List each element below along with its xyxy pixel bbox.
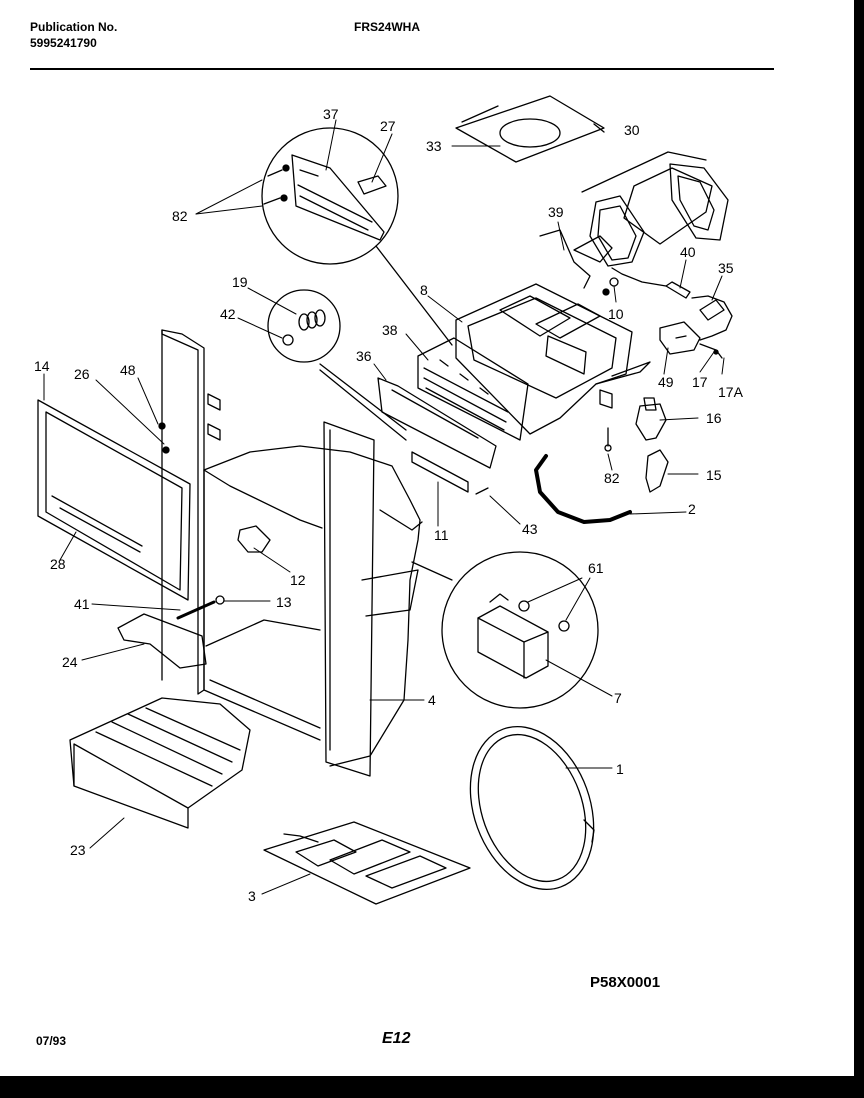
part-4-bucket xyxy=(204,422,422,776)
callout-49: 49 xyxy=(658,374,674,390)
scan-border-bottom xyxy=(0,1076,864,1098)
part-1-ring xyxy=(449,709,615,907)
page-code: E12 xyxy=(382,1030,411,1047)
leader-lines xyxy=(44,120,724,894)
callout-28: 28 xyxy=(50,556,66,572)
part-41-13-rod xyxy=(178,596,224,618)
part-14-front-panel xyxy=(38,400,190,600)
callout-19: 19 xyxy=(232,274,248,290)
callout-30: 30 xyxy=(624,122,640,138)
callout-40: 40 xyxy=(680,244,696,260)
callout-8: 8 xyxy=(420,282,428,298)
detail-circle-microswitch xyxy=(412,552,598,708)
callout-35: 35 xyxy=(718,260,734,276)
part-3-heater xyxy=(264,822,470,904)
part-2-harness xyxy=(536,456,630,522)
callout-7: 7 xyxy=(614,690,622,706)
callout-48: 48 xyxy=(120,362,136,378)
callout-38: 38 xyxy=(382,322,398,338)
publication-label: Publication No. xyxy=(30,20,118,34)
callout-16: 16 xyxy=(706,410,722,426)
figure-code: P58X0001 xyxy=(590,974,661,991)
part-33-plate xyxy=(456,96,604,162)
callout-2: 2 xyxy=(688,501,696,517)
callout-39: 39 xyxy=(548,204,564,220)
callout-26: 26 xyxy=(74,366,90,382)
callout-23: 23 xyxy=(70,842,86,858)
part-11-bracket xyxy=(412,452,468,492)
callout-4: 4 xyxy=(428,692,436,708)
callout-42: 42 xyxy=(220,306,236,322)
detail-circle-springs xyxy=(268,290,406,430)
model-number: FRS24WHA xyxy=(354,20,421,34)
publication-number: 5995241790 xyxy=(30,36,97,50)
part-43-screw xyxy=(476,488,488,494)
callout-14: 14 xyxy=(34,358,50,374)
part-39-wire xyxy=(540,230,590,288)
callout-82-lower: 82 xyxy=(604,470,620,486)
scan-border-right xyxy=(854,0,864,1098)
part-49-switch xyxy=(660,322,722,358)
callout-61: 61 xyxy=(588,560,604,576)
callout-41: 41 xyxy=(74,596,90,612)
revision-date: 07/93 xyxy=(36,1034,67,1048)
callout-82: 82 xyxy=(172,208,188,224)
callout-36: 36 xyxy=(356,348,372,364)
callout-17: 17 xyxy=(692,374,708,390)
callout-24: 24 xyxy=(62,654,78,670)
detail-circle-bracket xyxy=(262,128,452,345)
callout-1: 1 xyxy=(616,761,624,777)
callout-15: 15 xyxy=(706,467,722,483)
part-23-tray xyxy=(70,698,250,828)
callout-27: 27 xyxy=(380,118,396,134)
callout-13: 13 xyxy=(276,594,292,610)
part-12-clip xyxy=(238,526,270,552)
part-8-housing xyxy=(456,284,650,434)
header-rule xyxy=(30,68,774,70)
part-16-15-bulbs xyxy=(605,398,668,492)
callout-17a: 17A xyxy=(718,384,743,400)
callout-12: 12 xyxy=(290,572,306,588)
part-40-35-socket xyxy=(603,268,732,340)
part-30-chute xyxy=(574,152,728,266)
callout-11: 11 xyxy=(434,527,449,543)
callout-37: 37 xyxy=(323,106,339,122)
callout-10: 10 xyxy=(608,306,624,322)
side-rail xyxy=(159,330,220,694)
callout-3: 3 xyxy=(248,888,256,904)
part-38-control-panel xyxy=(418,338,528,440)
callout-43: 43 xyxy=(522,521,538,537)
part-24-paddle xyxy=(118,614,206,668)
part-36-cover xyxy=(320,370,496,468)
callout-33: 33 xyxy=(426,138,442,154)
